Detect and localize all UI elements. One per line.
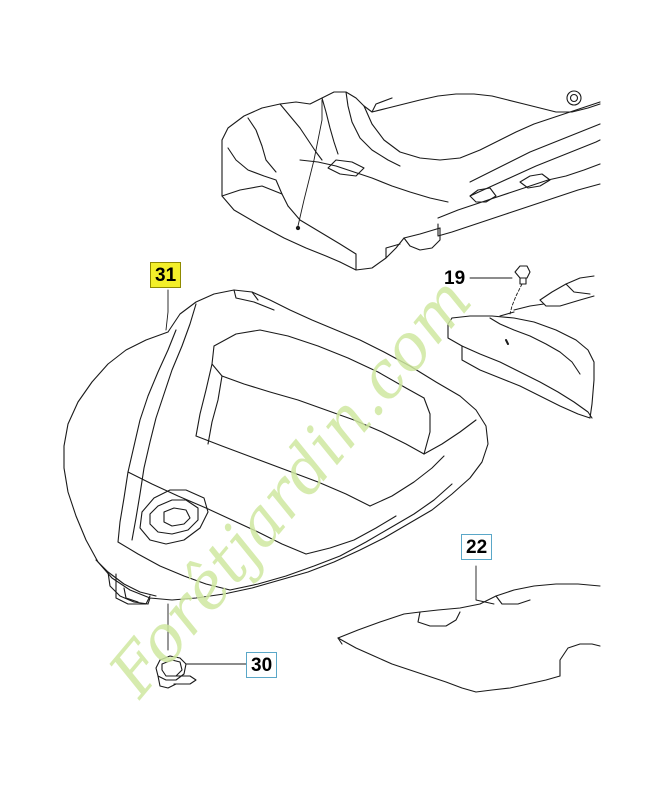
callout-22: 22: [461, 534, 493, 560]
callout-31: 31: [150, 262, 182, 288]
floor-plate-22-part: [337, 565, 601, 693]
screw-19-part: [469, 265, 531, 315]
upper-chassis-part: [221, 90, 601, 271]
cover-hood-part-31: [63, 289, 489, 605]
callout-19: 19: [444, 268, 466, 289]
right-side-panel-part: [447, 275, 595, 419]
callout-30: 30: [246, 652, 278, 678]
knob-30-part: [155, 603, 247, 689]
